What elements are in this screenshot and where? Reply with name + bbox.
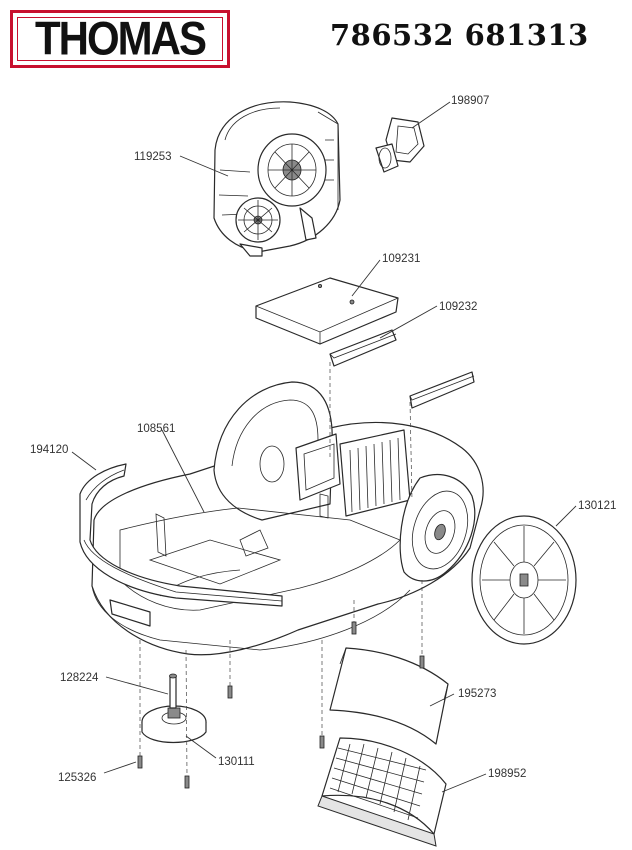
leader-lines [71, 101, 577, 793]
label-198952: 198952 [488, 768, 526, 780]
label-125326: 125326 [58, 772, 96, 784]
label-108561: 108561 [137, 423, 175, 435]
part-rear-wheel [471, 515, 577, 645]
part-chassis [91, 381, 484, 656]
product-codes: 786532 681313 [330, 18, 589, 52]
assembly-lines [139, 362, 423, 777]
part-bumper [79, 463, 283, 607]
label-195273: 195273 [458, 688, 496, 700]
brand-logo-frame: THOMAS [17, 12, 223, 65]
part-motor-housing [213, 101, 341, 257]
label-194120: 194120 [30, 444, 68, 456]
part-labels: 119253 198907 109231 109232 108561 19412… [30, 95, 616, 784]
part-screws [137, 621, 425, 789]
label-198907: 198907 [451, 95, 489, 107]
label-119253: 119253 [134, 151, 172, 163]
label-128224: 128224 [60, 672, 99, 684]
label-109231: 109231 [382, 253, 420, 265]
part-castor-axle [169, 673, 177, 709]
label-109232: 109232 [439, 301, 477, 313]
part-castor-wheel [141, 705, 207, 743]
part-hose-connector [375, 117, 425, 173]
part-filter-cover [255, 277, 399, 345]
part-filter-strip [329, 329, 475, 409]
label-130121: 130121 [578, 500, 616, 512]
brand-logo: THOMAS [10, 10, 230, 68]
label-130111: 130111 [218, 756, 255, 768]
part-exhaust-filter [329, 647, 449, 745]
part-exhaust-grille [317, 737, 447, 847]
brand-logo-text: THOMAS [35, 12, 207, 65]
